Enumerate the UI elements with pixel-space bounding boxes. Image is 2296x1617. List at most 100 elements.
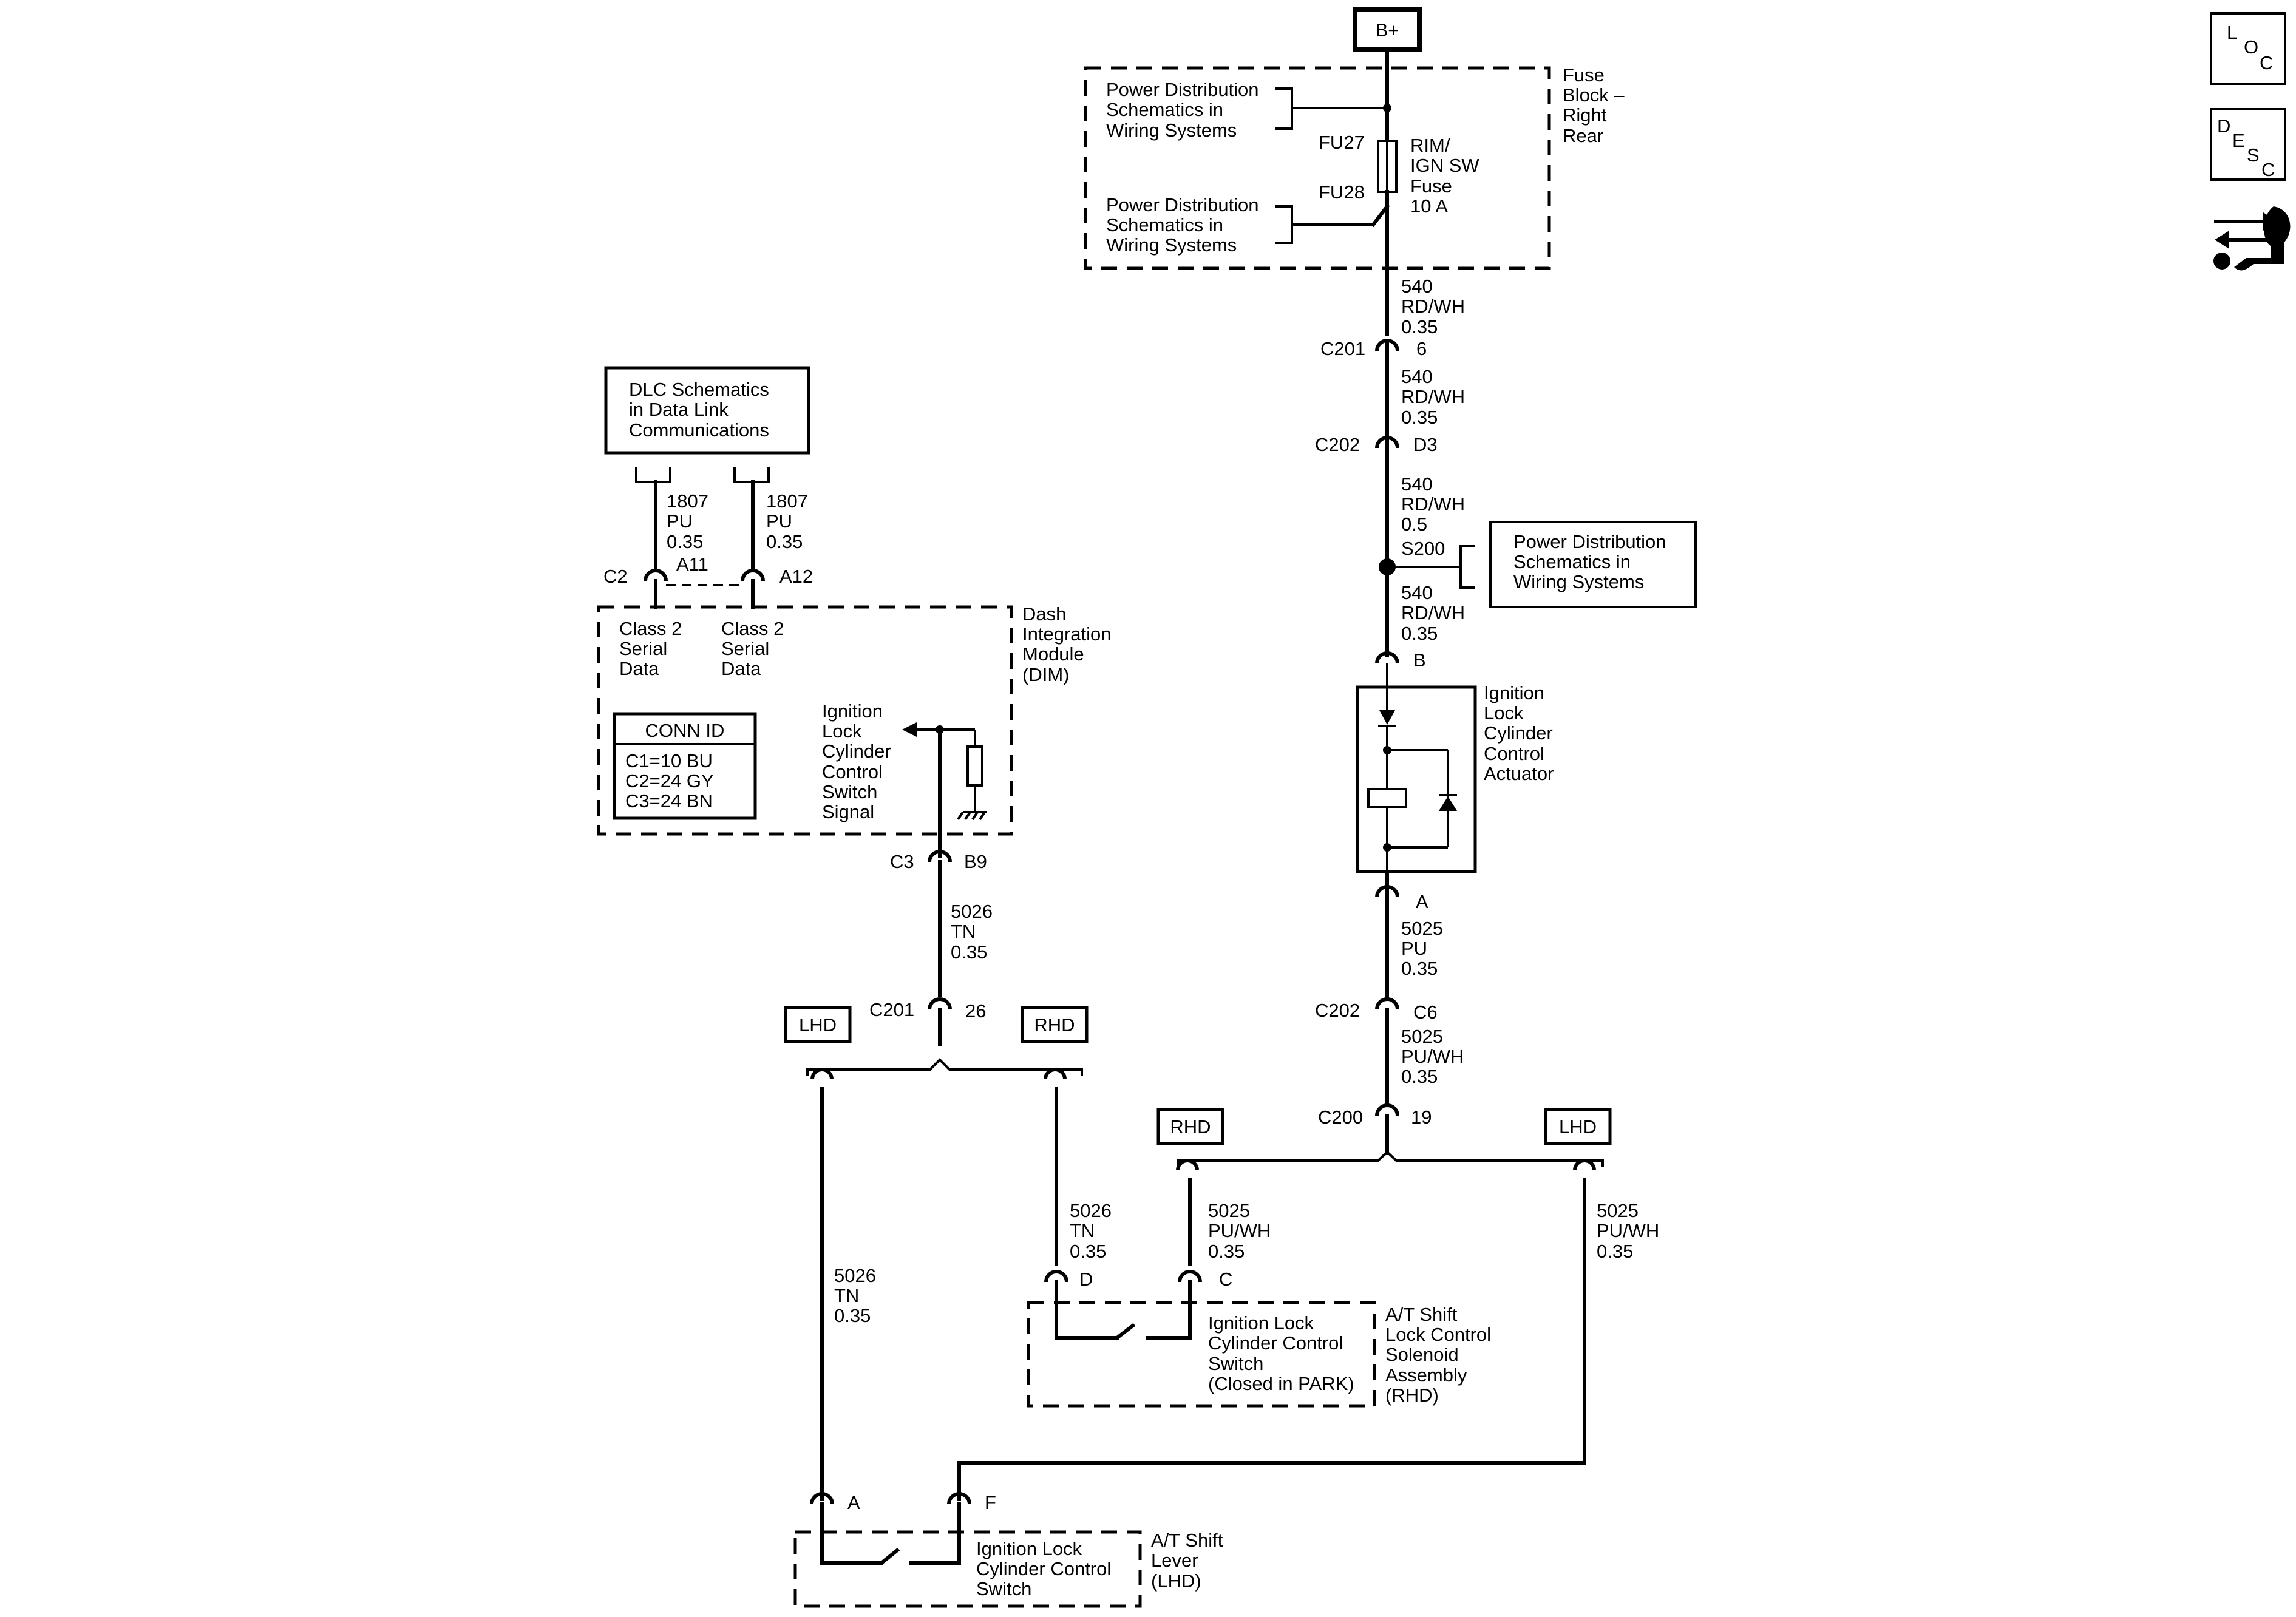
svg-text:Lock: Lock (1484, 702, 1524, 724)
svg-text:C202: C202 (1315, 434, 1360, 455)
svg-text:RHD: RHD (1034, 1014, 1075, 1036)
loc-icon-button[interactable]: L O C (2210, 12, 2286, 85)
power-distribution-ref-bottom[interactable]: Power Distribution Schematics in Wiring … (1106, 194, 1373, 256)
svg-text:C: C (1219, 1269, 1232, 1290)
svg-text:Rear: Rear (1563, 125, 1603, 146)
svg-text:Assembly: Assembly (1385, 1364, 1467, 1386)
svg-text:L: L (2227, 22, 2237, 43)
svg-text:Ignition Lock: Ignition Lock (976, 1538, 1082, 1559)
power-distribution-ref-top[interactable]: Power Distribution Schematics in Wiring … (1106, 79, 1387, 141)
lhd-tag-left: LHD (784, 1006, 852, 1043)
svg-text:0.5: 0.5 (1401, 514, 1427, 535)
svg-text:540: 540 (1401, 473, 1433, 495)
svg-text:C: C (2260, 52, 2273, 73)
svg-text:RD/WH: RD/WH (1401, 602, 1465, 623)
svg-text:Signal: Signal (822, 801, 874, 822)
svg-text:Switch: Switch (976, 1578, 1031, 1599)
svg-text:DLC Schematics: DLC Schematics (629, 379, 769, 400)
wire-5025-pu-wh-lhd: 5025 PU/WH 0.35 (957, 1159, 1659, 1501)
wire-5026-tn-1: 5026 TN 0.35 (938, 860, 993, 997)
svg-text:RIM/: RIM/ (1410, 135, 1450, 156)
svg-text:(DIM): (DIM) (1022, 664, 1069, 685)
svg-text:A: A (1416, 891, 1428, 912)
svg-text:S: S (2247, 144, 2260, 166)
svg-text:Wiring Systems: Wiring Systems (1513, 571, 1644, 592)
svg-text:0.35: 0.35 (1401, 407, 1438, 428)
svg-text:5026: 5026 (834, 1265, 876, 1286)
svg-text:LHD: LHD (799, 1014, 837, 1036)
svg-text:C: C (2261, 159, 2275, 180)
svg-text:Power Distribution: Power Distribution (1513, 531, 1666, 552)
actuator-pin-a: A (1375, 870, 1428, 912)
svg-text:C2: C2 (603, 566, 628, 587)
wire-540-rd-wh-2: 540 RD/WH 0.35 (1385, 366, 1465, 439)
svg-text:C2=24 GY: C2=24 GY (625, 770, 714, 792)
svg-text:0.35: 0.35 (1401, 316, 1438, 337)
svg-text:0.35: 0.35 (951, 941, 987, 963)
conn-id-table: CONN ID C1=10 BU C2=24 GY C3=24 BN (613, 712, 757, 820)
svg-text:Schematics in: Schematics in (1106, 214, 1223, 236)
svg-text:(RHD): (RHD) (1385, 1385, 1439, 1406)
svg-text:F: F (985, 1492, 996, 1513)
dlc-schematics-ref[interactable]: DLC Schematics in Data Link Communicatio… (604, 366, 810, 455)
connector-c202-d3: C202 D3 (1315, 434, 1438, 472)
wrench-arrows-icon[interactable] (2213, 206, 2291, 271)
rhd-tag-right: RHD (1156, 1108, 1224, 1145)
svg-text:19: 19 (1411, 1107, 1432, 1128)
svg-text:Data: Data (619, 658, 659, 679)
desc-icon-button[interactable]: D E S C (2210, 108, 2286, 181)
svg-text:Data: Data (721, 658, 761, 679)
svg-text:Right: Right (1563, 104, 1607, 126)
svg-text:Ignition Lock: Ignition Lock (1208, 1312, 1314, 1334)
wire-540-rd-wh-4: 540 RD/WH 0.35 (1385, 565, 1465, 657)
svg-text:PU/WH: PU/WH (1597, 1220, 1659, 1241)
svg-text:10 A: 10 A (1410, 195, 1448, 217)
svg-text:0.35: 0.35 (1401, 623, 1438, 644)
wire-540-rd-wh-3: 540 RD/WH 0.5 (1385, 459, 1465, 569)
svg-text:Serial: Serial (721, 638, 769, 659)
svg-text:26: 26 (965, 1000, 986, 1022)
svg-text:RD/WH: RD/WH (1401, 386, 1465, 407)
svg-text:5025: 5025 (1401, 918, 1443, 939)
svg-text:D3: D3 (1413, 434, 1438, 455)
svg-text:PU/WH: PU/WH (1401, 1046, 1464, 1067)
svg-text:Cylinder: Cylinder (1484, 722, 1553, 744)
svg-text:Communications: Communications (629, 419, 769, 441)
wire-5025-pu-wh-rhd: 5025 PU/WH 0.35 (1176, 1159, 1271, 1266)
svg-text:6: 6 (1416, 338, 1427, 359)
svg-text:5026: 5026 (1070, 1200, 1112, 1221)
lhd-shift-lever-assembly: A F Ignition Lock Cylinder Control Switc… (793, 1492, 1223, 1608)
svg-text:TN: TN (1070, 1220, 1095, 1241)
svg-text:PU/WH: PU/WH (1208, 1220, 1271, 1241)
svg-text:Integration: Integration (1022, 623, 1112, 645)
c201-branch-bus (806, 1008, 1083, 1076)
svg-text:0.35: 0.35 (1401, 1066, 1438, 1087)
svg-text:Schematics in: Schematics in (1106, 99, 1223, 120)
power-distribution-ref-s200[interactable]: Power Distribution Schematics in Wiring … (1489, 521, 1697, 608)
svg-text:5026: 5026 (951, 901, 993, 922)
svg-text:5025: 5025 (1597, 1200, 1639, 1221)
svg-text:A11: A11 (676, 554, 708, 575)
fuse-block-right-rear: Fuse Block – Right Rear (1084, 64, 1625, 270)
svg-text:O: O (2244, 36, 2258, 58)
svg-text:CONN ID: CONN ID (645, 720, 725, 741)
svg-text:TN: TN (951, 921, 976, 942)
wire-1807-pu-right: 1807 PU 0.35 (733, 467, 808, 572)
svg-text:C202: C202 (1315, 1000, 1360, 1021)
svg-text:Fuse: Fuse (1410, 175, 1452, 197)
svg-text:FU27: FU27 (1319, 132, 1365, 153)
svg-text:B+: B+ (1376, 19, 1399, 41)
svg-text:PU: PU (1401, 938, 1427, 959)
svg-text:Switch: Switch (1208, 1353, 1263, 1374)
svg-text:Ignition: Ignition (1484, 682, 1544, 703)
wire-5025-pu-wh: 5025 PU/WH 0.35 (1385, 1008, 1464, 1107)
svg-text:Power Distribution: Power Distribution (1106, 79, 1259, 100)
svg-text:(Closed in PARK): (Closed in PARK) (1208, 1373, 1354, 1394)
svg-text:Lever: Lever (1151, 1550, 1198, 1571)
svg-text:C200: C200 (1318, 1107, 1363, 1128)
wire-540-rd-wh-1: 540 RD/WH 0.35 (1385, 266, 1465, 337)
svg-text:C201: C201 (869, 999, 914, 1020)
svg-text:Dash: Dash (1022, 603, 1066, 625)
svg-text:Serial: Serial (619, 638, 667, 659)
svg-text:Fuse: Fuse (1563, 64, 1605, 86)
